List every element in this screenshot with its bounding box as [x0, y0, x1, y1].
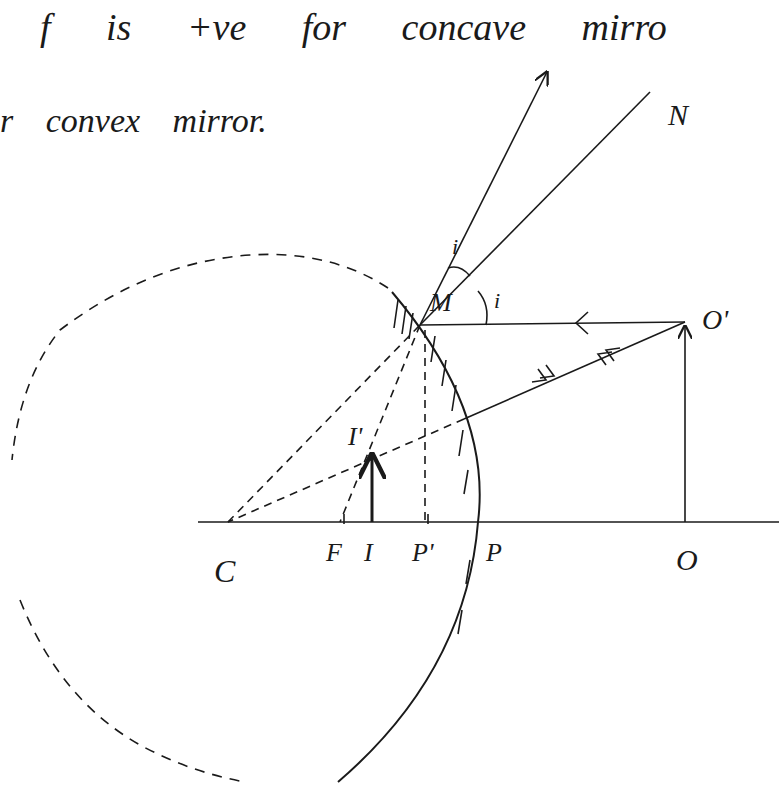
perpendicular	[424, 330, 426, 520]
point-label: C	[214, 555, 235, 587]
point-label: P	[486, 540, 502, 566]
normal-line	[228, 325, 420, 522]
ray-arrow	[532, 365, 554, 382]
incident-ray	[464, 322, 685, 419]
virtual-ray	[340, 325, 420, 522]
point-label: F	[326, 540, 342, 566]
note-text: r convex mirror.	[0, 104, 267, 138]
principal-axis	[198, 521, 779, 523]
reflected-ray	[420, 72, 547, 325]
mirror-hatching	[394, 300, 470, 634]
sphere-outline	[12, 254, 388, 460]
normal-line	[420, 92, 650, 325]
sphere-outline	[20, 600, 245, 782]
point-label: M	[430, 290, 452, 316]
point-label: O'	[702, 306, 728, 334]
axis-tick	[344, 514, 428, 524]
point-label: O	[676, 545, 698, 575]
angle-arc	[478, 291, 487, 325]
incident-ray	[420, 322, 685, 325]
image-arrow	[371, 455, 374, 522]
angle-label: i	[452, 236, 458, 258]
note-text: f is +ve for concave mirro	[40, 8, 667, 46]
point-label: I'	[348, 424, 362, 450]
point-label: N	[668, 100, 688, 130]
angle-arc	[448, 267, 470, 276]
object-arrow	[684, 326, 686, 522]
convex-mirror	[338, 292, 480, 782]
point-label: P'	[412, 540, 433, 566]
angle-label: i	[494, 290, 500, 312]
ray-arrow	[598, 348, 620, 365]
point-label: I	[364, 540, 373, 566]
ray-arrow	[576, 312, 588, 334]
